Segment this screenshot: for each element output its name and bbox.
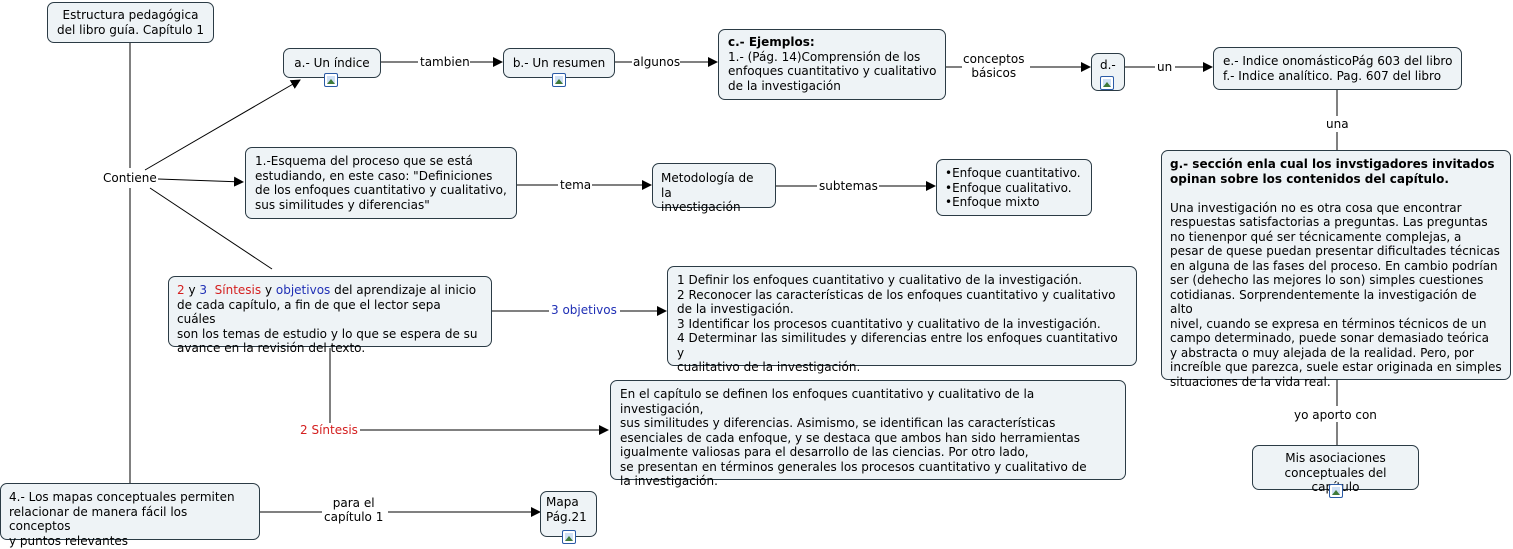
- g-body-line: pesar de quese puedan presentar dificult…: [1170, 244, 1500, 258]
- rest-text: del aprendizaje al inicio: [330, 283, 477, 297]
- mapas-line3: y puntos relevantes: [9, 533, 129, 548]
- conj-text: y: [261, 283, 276, 297]
- conj-text: y: [184, 283, 200, 297]
- asociaciones-line1: Mis asociaciones: [1285, 451, 1386, 465]
- objetivos-word: objetivos: [275, 283, 331, 297]
- link-tema: tema: [560, 178, 592, 192]
- esquema-line3: de los enfoques cuantitativo y cualitati…: [255, 183, 507, 197]
- list-item: Enfoque cuantitativo.: [952, 166, 1083, 181]
- objetivos-node[interactable]: 1 Definir los enfoques cuantitativo y cu…: [667, 266, 1137, 374]
- objetivo-line: 2 Reconocer las características de los e…: [677, 287, 1116, 302]
- metodologia-line1: Metodología de la: [661, 171, 754, 200]
- link-yo-aporto: yo aporto con: [1294, 408, 1377, 422]
- enfoques-list: Enfoque cuantitativo. Enfoque cualitativ…: [945, 166, 1083, 210]
- mapas-line2: relacionar de manera fácil los conceptos: [9, 504, 188, 534]
- g-body-line: nivel, cuando se expresa en términos téc…: [1170, 316, 1487, 331]
- link-conceptos: conceptos básicos: [963, 52, 1025, 80]
- link-2-sintesis: 2 Síntesis: [300, 423, 358, 437]
- resumen-label: b.- Un resumen: [512, 56, 606, 70]
- objetivo-line: 3 Identificar los procesos cuantitativo …: [677, 316, 1101, 331]
- image-icon[interactable]: [1100, 76, 1114, 90]
- image-icon[interactable]: [324, 73, 338, 87]
- link-para-capitulo: para el capítulo 1: [324, 496, 384, 524]
- ejemplos-line1: 1.- (Pág. 14)Comprensión de los: [728, 49, 921, 64]
- g-body-line: situaciones de la vida real.: [1170, 374, 1331, 389]
- link-conceptos-2: básicos: [971, 66, 1017, 80]
- metodologia-node[interactable]: Metodología de la investigación: [652, 163, 776, 214]
- asociaciones-node[interactable]: Mis asociaciones conceptuales del capítu…: [1252, 445, 1419, 494]
- sintesis-objetivos-line3: son los temas de estudio y lo que se esp…: [177, 326, 478, 341]
- g-title-line1: g.- sección enla cual los invstigadores …: [1170, 157, 1495, 171]
- link-para-2: capítulo 1: [324, 510, 384, 524]
- d-label: d.-: [1100, 58, 1116, 72]
- link-una: una: [1326, 117, 1349, 131]
- ejemplos-line3: de la investigación: [728, 78, 841, 93]
- root-node[interactable]: Estructura pedagógica del libro guía. Ca…: [47, 2, 214, 43]
- root-line1: Estructura pedagógica: [62, 8, 199, 22]
- esquema-line4: sus similitudes y diferencias": [255, 197, 430, 212]
- list-item: Enfoque cualitativo.: [952, 181, 1083, 196]
- num-3: 3: [199, 283, 208, 297]
- link-subtemas: subtemas: [819, 179, 878, 193]
- ejemplos-title: c.- Ejemplos:: [728, 35, 815, 49]
- g-body-line: no tienenpor qué ser técnicamente comple…: [1170, 229, 1462, 244]
- sintesis-line: se presentan en términos generales los p…: [620, 459, 1087, 474]
- g-body-line: y abstracta o muy alejada de la realidad…: [1170, 345, 1474, 360]
- image-icon[interactable]: [562, 530, 576, 544]
- sintesis-line: En el capítulo se definen los enfoques c…: [620, 387, 1035, 416]
- image-icon[interactable]: [1329, 484, 1343, 498]
- g-body-line: campo determinado, puede sonar demasiado…: [1170, 331, 1489, 345]
- image-icon[interactable]: [552, 73, 566, 87]
- link-un: un: [1157, 60, 1173, 74]
- objetivo-line: 4 Determinar las similitudes y diferenci…: [677, 331, 1118, 360]
- indice-onomastico: e.- Indice onomásticoPág 603 del libro: [1223, 54, 1453, 68]
- sintesis-word: Síntesis: [214, 283, 262, 297]
- sintesis-line: igualmente valiosas para el desarrollo d…: [620, 445, 1029, 459]
- investigadores-node[interactable]: g.- sección enla cual los invstigadores …: [1161, 150, 1511, 389]
- list-item: Enfoque mixto: [952, 195, 1083, 210]
- mapas-line1: 4.- Los mapas conceptuales permiten: [9, 490, 235, 504]
- link-algunos: algunos: [633, 55, 681, 69]
- root-line2: del libro guía. Capítulo 1: [57, 22, 204, 37]
- sintesis-line: esenciales de cada enfoque, y se destaca…: [620, 430, 1081, 445]
- sintesis-line: sus similitudes y diferencias. Asimismo,…: [620, 416, 1056, 430]
- link-contiene: Contiene: [103, 171, 157, 185]
- objetivo-line: cualitativo de la investigación.: [677, 360, 861, 374]
- sintesis-line: la investigación.: [620, 474, 718, 488]
- num-2: 2: [177, 283, 185, 297]
- enfoques-node[interactable]: Enfoque cuantitativo. Enfoque cualitativ…: [936, 159, 1092, 216]
- sintesis-objetivos-node[interactable]: 2 y 3 Síntesis y objetivos del aprendiza…: [168, 276, 492, 355]
- mapa21-node[interactable]: Mapa Pág.21: [540, 491, 597, 537]
- link-3-objetivos: 3 objetivos: [551, 303, 617, 317]
- link-para-1: para el: [332, 496, 375, 510]
- g-body-line: cotidianas. Sorprendentemente la investi…: [1170, 287, 1477, 317]
- mapas-node[interactable]: 4.- Los mapas conceptuales permiten rela…: [0, 483, 260, 548]
- link-conceptos-1: conceptos: [963, 52, 1025, 66]
- sintesis-objetivos-line4: avance en la revisión del texto.: [177, 341, 366, 355]
- g-body-line: respuestas satisfactorias a preguntas. L…: [1170, 215, 1488, 229]
- indice-label: a.- Un índice: [294, 56, 370, 70]
- esquema-node[interactable]: 1.-Esquema del proceso que se está estud…: [245, 147, 517, 219]
- indice-analitico: f.- Indice analítico. Pag. 607 del libro: [1223, 68, 1442, 83]
- sintesis-objetivos-line2: de cada capítulo, a fin de que el lector…: [177, 297, 441, 327]
- ejemplos-line2: enfoques cuantitativo y cualitativo: [728, 64, 937, 78]
- objetivo-line: 1 Definir los enfoques cuantitativo y cu…: [677, 273, 1083, 287]
- indices-node[interactable]: e.- Indice onomásticoPág 603 del libro f…: [1213, 47, 1462, 90]
- mapa21-line1: Mapa: [546, 495, 579, 509]
- link-tambien: tambien: [420, 55, 470, 69]
- sintesis-objetivos-line1: 2 y 3 Síntesis y objetivos del aprendiza…: [177, 283, 483, 298]
- g-body-line: ser (dehecho las mejores lo son) simples…: [1170, 273, 1484, 287]
- g-body-line: Una investigación no es otra cosa que en…: [1170, 200, 1462, 215]
- mapa21-line2: Pág.21: [546, 509, 587, 524]
- g-title-line2: opinan sobre los contenidos del capítulo…: [1170, 171, 1449, 186]
- g-body-line: en alguna de las fases del proceso. En c…: [1170, 258, 1498, 273]
- ejemplos-node[interactable]: c.- Ejemplos: 1.- (Pág. 14)Comprensión d…: [718, 29, 946, 100]
- esquema-line1: 1.-Esquema del proceso que se está: [255, 154, 473, 168]
- g-body-line: increíble que parezca, suele estar origi…: [1170, 360, 1502, 374]
- sintesis-node[interactable]: En el capítulo se definen los enfoques c…: [610, 380, 1126, 488]
- esquema-line2: estudiando, en este caso: "Definiciones: [255, 168, 493, 183]
- objetivo-line: de la investigación.: [677, 302, 794, 316]
- metodologia-line2: investigación: [661, 200, 741, 214]
